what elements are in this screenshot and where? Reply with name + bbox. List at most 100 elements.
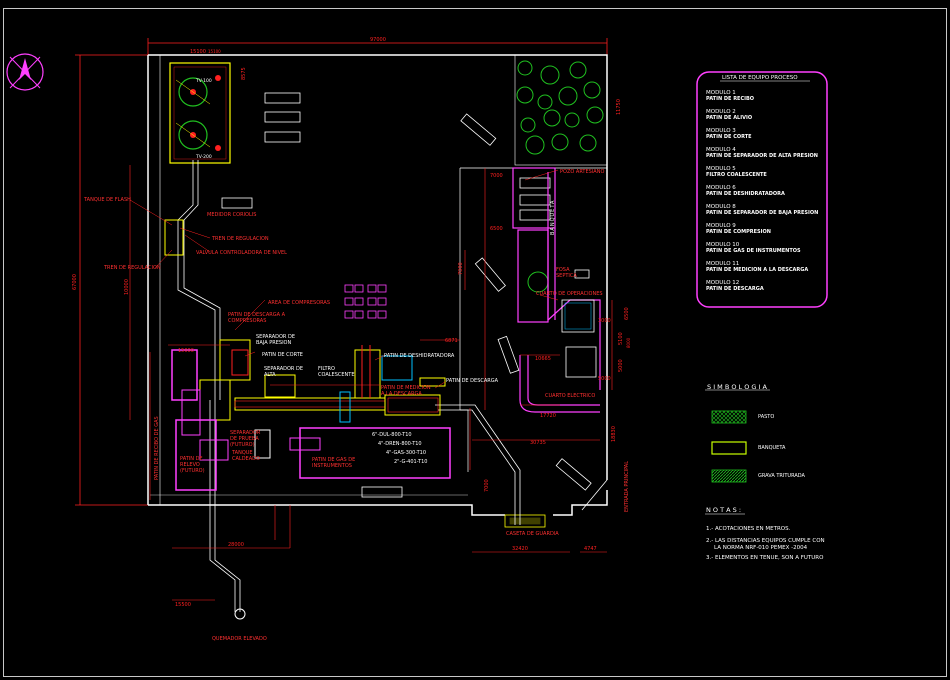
equipment-module-name: PATIN DE GAS DE INSTRUMENTOS — [706, 248, 801, 254]
garden-trees — [514, 54, 608, 293]
label-fosa-septica: FOSA SEPTICA — [556, 267, 577, 279]
equipment-module-number: MODULO 10 — [706, 242, 740, 248]
label-quemador: QUEMADOR ELEVADO — [212, 636, 267, 642]
label-patin-descarga-comp: PATIN DE DESCARGA A COMPRESORAS — [228, 312, 286, 324]
label-valvula: VALVULA CONTROLADORA DE NIVEL — [196, 250, 287, 256]
label-tren-regulacion-2: TREN DE REGULACION — [104, 265, 161, 271]
symbology-pasto-label: PASTO — [758, 414, 775, 420]
equipment-module-number: MODULO 12 — [706, 280, 740, 286]
symbology-pasto-swatch — [711, 410, 747, 424]
process-area — [164, 219, 451, 491]
symbology-grava-swatch — [711, 469, 747, 483]
equipment-module-name: PATIN DE ALIVIO — [706, 115, 753, 121]
equipment-module-number: MODULO 8 — [706, 204, 736, 210]
note-4: 3.- ELEMENTOS EN TENUE, SON A FUTURO — [706, 555, 824, 561]
dim-mid-3: 7000 — [458, 262, 464, 275]
dim-right-mid-2: 5100 — [618, 332, 624, 345]
label-cuarto-operaciones: CUARTO DE OPERACIONES — [536, 291, 603, 297]
equipment-module-name: PATIN DE DESHIDRATADORA — [706, 191, 785, 197]
top-bar — [0, 0, 950, 8]
dim-mid-8: 7000 — [484, 479, 490, 492]
dim-overall-height: 67000 — [72, 274, 78, 290]
label-pipe-3: 4"-GAS-300-T10 — [386, 450, 427, 456]
quemador-icon — [234, 608, 246, 620]
label-separador-baja: SEPARADOR DE BAJA PRESION — [256, 334, 295, 346]
label-tren-regulacion-1: TREN DE REGULACION — [212, 236, 269, 242]
dim-mid-6: 30735 — [530, 440, 546, 446]
dim-mid-7: 6871 — [445, 338, 458, 344]
notes-title: N O T A S : — [706, 506, 742, 514]
label-pozo-artesiano: POZO ARTESIANO — [560, 169, 605, 175]
tank-area — [169, 62, 231, 164]
label-pipe-4: 2"-G-401-T10 — [394, 459, 428, 465]
label-patin-deshidratadora: PATIN DE DESHIDRATADORA — [384, 353, 455, 359]
equipment-module-number: MODULO 1 — [706, 90, 736, 96]
label-entrada-principal: ENTRADA PRINCIPAL — [624, 461, 630, 512]
north-arrow-icon — [6, 53, 44, 91]
dim-right-low: 18830 — [611, 426, 617, 442]
dim-bottom-3: 32420 — [512, 546, 528, 552]
note-2: 2.- LAS DISTANCIAS EQUIPOS CUMPLE CON — [706, 538, 825, 544]
equipment-module-name: PATIN DE SEPARADOR DE BAJA PRESION — [706, 210, 819, 216]
dim-overall-width: 97000 — [370, 37, 386, 43]
equipment-module-number: MODULO 2 — [706, 109, 736, 115]
label-caseta-guardia: CASETA DE GUARDIA — [506, 531, 559, 537]
label-separador-prueba: SEPARADOR DE PRUEBA (FUTURO) — [230, 430, 261, 448]
label-area-compresoras: AREA DE COMPRESORAS — [268, 300, 331, 306]
symbology-title: S I M B O L O G I A — [707, 383, 767, 391]
label-separador-alta: SEPARADOR DE ALTA — [264, 366, 303, 378]
label-patin-descarga: PATIN DE DESCARGA — [446, 378, 499, 384]
dim-right-mid-1: 6500 — [624, 307, 630, 320]
equipment-module-number: MODULO 3 — [706, 128, 736, 134]
dim-right-top: 11750 — [616, 99, 622, 115]
dim-top-left: 15100 — [190, 49, 206, 55]
label-patin-corte: PATIN DE CORTE — [262, 352, 303, 358]
dim-bottom-1: 28000 — [228, 542, 244, 548]
equipment-module-number: MODULO 9 — [706, 223, 736, 229]
equipment-module-name: PATIN DE COMPRESION — [706, 229, 771, 235]
equipment-list-title: LISTA DE EQUIPO PROCESO — [722, 75, 798, 81]
dim-right-mid-3: 5000 — [618, 359, 624, 372]
equipment-module-name: PATIN DE SEPARADOR DE ALTA PRESION — [706, 153, 818, 159]
fosa-septica-box — [574, 269, 590, 279]
dim-left-4: 3000 — [598, 318, 611, 324]
slabs — [221, 92, 592, 498]
equipment-module-name: PATIN DE MEDICION A LA DESCARGA — [706, 267, 809, 273]
dim-mid-5: 17720 — [540, 413, 556, 419]
dim-top-small-b: 15100 — [208, 49, 221, 54]
drawing-frame — [3, 8, 947, 677]
entrance — [504, 479, 608, 528]
equipment-module-name: PATIN DE DESCARGA — [706, 286, 764, 292]
symbology-banqueta-label: BANQUETA — [758, 445, 786, 451]
label-tanque-caldeado: TANQUE CALDEADO — [232, 450, 260, 462]
banqueta-path — [512, 167, 601, 413]
dim-mid-4: 10665 — [535, 356, 551, 362]
label-banqueta: BANQUETA — [550, 199, 556, 235]
label-patin-recibo-gas: PATIN DE RECIBO DE GAS — [154, 416, 160, 480]
equipment-module-name: PATIN DE CORTE — [706, 134, 752, 140]
label-patin-gas: PATIN DE GAS DE INSTRUMENTOS — [312, 457, 356, 469]
dim-left-3: 5000 — [598, 376, 611, 382]
note-1: 1.- ACOTACIONES EN METROS. — [706, 526, 791, 532]
process-dimensions — [129, 165, 613, 601]
process-symbols — [344, 284, 387, 319]
equipment-module-name: PATIN DE RECIBO — [706, 96, 755, 102]
label-medidor-coriolis: MEDIDOR CORIOLIS — [207, 212, 257, 218]
equipment-module-name: FILTRO COALESCENTE — [706, 172, 767, 178]
dim-mid-2: 6500 — [490, 226, 503, 232]
tank-top-label: TV-100 — [195, 78, 212, 84]
equipment-module-number: MODULO 5 — [706, 166, 736, 172]
equipment-module-number: MODULO 11 — [706, 261, 740, 267]
